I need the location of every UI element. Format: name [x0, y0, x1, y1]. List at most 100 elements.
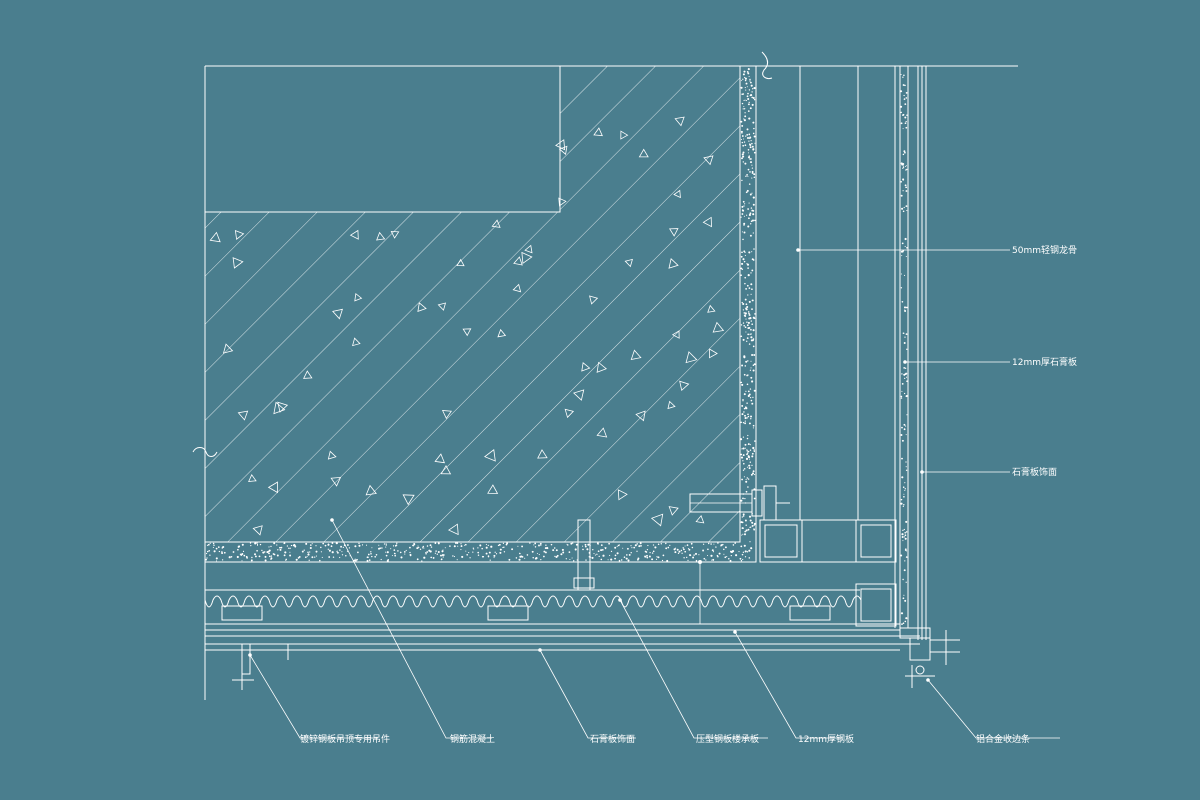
stipple-dot — [741, 231, 743, 233]
stipple-dot — [429, 544, 432, 547]
stipple-dot — [596, 542, 599, 545]
stipple-dot — [626, 547, 629, 550]
stipple-dot — [741, 413, 744, 416]
stipple-dot — [750, 547, 753, 550]
stipple-dot — [631, 547, 633, 549]
stipple-dot — [425, 553, 427, 555]
stipple-dot — [465, 543, 467, 546]
stipple-dot — [901, 300, 904, 303]
stipple-dot — [354, 558, 356, 560]
stipple-dot — [587, 543, 590, 546]
stipple-dot — [742, 497, 744, 500]
stipple-dot — [741, 157, 743, 160]
stipple-dot — [428, 549, 431, 552]
stipple-dot — [901, 476, 904, 479]
stipple-dot — [550, 543, 553, 546]
stipple-dot — [902, 529, 904, 532]
stipple-dot — [708, 542, 710, 545]
stipple-dot — [322, 542, 325, 545]
stipple-dot — [746, 71, 749, 73]
stipple-dot — [745, 89, 747, 91]
callout-bottom-6: 铝合金收边条 — [976, 733, 1030, 745]
stipple-dot — [536, 552, 538, 555]
stipple-dot — [902, 597, 905, 600]
aggregate-mark — [332, 308, 343, 320]
stipple-dot — [241, 543, 244, 546]
stipple-dot — [713, 543, 715, 545]
stipple-dot — [354, 545, 357, 548]
stipple-dot — [744, 203, 746, 205]
stipple-dot — [692, 556, 695, 559]
stipple-dot — [753, 449, 756, 451]
stipple-dot — [489, 559, 491, 561]
stipple-dot — [272, 553, 275, 555]
stipple-dot — [250, 559, 253, 562]
stipple-dot — [744, 99, 746, 101]
stipple-dot — [902, 84, 905, 86]
stipple-dot — [747, 360, 749, 362]
stipple-dot — [753, 450, 755, 453]
stipple-dot — [743, 373, 746, 376]
steel-members — [573, 485, 897, 627]
stipple-dot — [570, 542, 573, 545]
stipple-dot — [751, 192, 753, 194]
stipple-dot — [218, 550, 221, 553]
stipple-dot — [751, 170, 754, 173]
stipple-dot — [600, 544, 603, 546]
stipple-dot — [315, 550, 318, 553]
stipple-dot — [753, 173, 756, 176]
stipple-dot — [905, 306, 908, 309]
stipple-dot — [223, 551, 226, 554]
aggregate-mark — [513, 256, 523, 266]
stipple-dot — [905, 205, 908, 208]
stipple-dot — [657, 556, 660, 559]
stipple-dot — [689, 554, 692, 557]
stipple-dot — [436, 553, 438, 555]
stipple-dot — [743, 356, 746, 359]
stipple-dot — [652, 544, 655, 546]
stipple-dot — [279, 546, 281, 549]
stipple-dot — [746, 324, 749, 327]
stipple-dot — [752, 427, 754, 429]
stipple-dot — [259, 543, 262, 546]
stipple-dot — [747, 413, 749, 416]
stipple-dot — [390, 548, 392, 550]
stipple-dot — [730, 551, 733, 554]
leader-lines — [248, 248, 1060, 739]
stipple-dot — [753, 317, 756, 320]
stipple-dot — [273, 542, 276, 545]
stipple-dot — [310, 544, 312, 546]
stipple-dot — [270, 545, 272, 548]
stipple-dot — [749, 161, 753, 164]
stipple-dot — [744, 282, 746, 285]
stipple-dot — [747, 415, 750, 418]
stipple-dot — [646, 556, 649, 559]
stipple-dot — [901, 163, 904, 166]
stipple-dot — [751, 103, 754, 106]
stipple-dot — [440, 559, 442, 561]
stipple-dot — [905, 469, 908, 472]
stipple-dot — [442, 549, 444, 551]
stipple-dot — [900, 180, 903, 183]
stipple-dot — [746, 402, 748, 404]
stipple-dot — [684, 550, 687, 553]
stipple-dot — [906, 414, 908, 416]
stipple-dot — [904, 488, 906, 490]
stipple-dot — [744, 298, 747, 301]
stipple-dot — [706, 554, 709, 557]
stipple-dot — [743, 407, 746, 410]
stipple-dot — [744, 414, 746, 417]
stipple-dot — [746, 452, 749, 454]
stipple-dot — [751, 91, 753, 93]
stipple-dot — [212, 546, 214, 548]
stipple-dot — [269, 555, 271, 558]
stipple-dot — [341, 551, 343, 553]
aggregate-mark — [679, 380, 690, 392]
stipple-dot — [534, 557, 537, 560]
stipple-dot — [268, 550, 271, 552]
aggregate-mark — [596, 361, 607, 373]
stipple-dot — [741, 534, 743, 536]
stipple-dot — [646, 554, 648, 557]
stipple-dot — [378, 544, 380, 546]
stipple-dot — [605, 547, 607, 549]
